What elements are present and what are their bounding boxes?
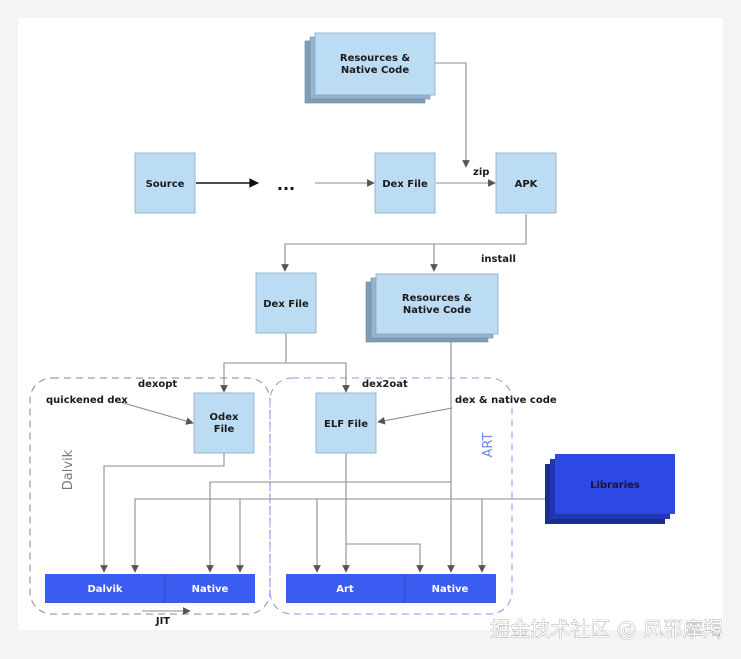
install-label: install xyxy=(481,254,516,265)
art-region: ART xyxy=(269,377,513,615)
resources-native-top-node: Resources & Native Code xyxy=(304,32,436,104)
dex-file-mid-node: Dex File xyxy=(255,272,317,334)
jit-label: JIT xyxy=(155,616,170,627)
edge-dexfile-to-elf xyxy=(286,362,350,393)
edge-native-to-elf xyxy=(377,407,453,425)
source-node: Source xyxy=(134,152,196,214)
elf-file-label: ELF File xyxy=(324,419,368,430)
dalvik-region-label: Dalvik xyxy=(61,449,76,490)
dalvik-native-bar-label: Native xyxy=(192,584,229,595)
apk-node: APK xyxy=(495,152,557,214)
resources-mid-label-2: Native Code xyxy=(403,305,471,316)
edge-libraries-bus xyxy=(131,498,549,573)
odex-label-1: Odex xyxy=(210,412,239,423)
edge-native-to-dalvik-native xyxy=(206,481,451,573)
art-region-label: ART xyxy=(481,432,496,457)
resources-top-label-2: Native Code xyxy=(341,65,409,76)
zip-label: zip xyxy=(473,167,489,178)
dalvik-region: Dalvik xyxy=(29,377,271,615)
resources-mid-label-1: Resources & xyxy=(402,293,472,304)
elf-file-node: ELF File xyxy=(315,392,377,454)
art-bar-label: Art xyxy=(336,584,354,595)
odex-label-2: File xyxy=(214,424,235,435)
edge-apk-to-dexfile-mid xyxy=(281,214,527,272)
connectors xyxy=(100,62,549,615)
dex-native-code-label: dex & native code xyxy=(455,395,557,406)
ellipsis-label: ... xyxy=(277,175,295,194)
resources-top-label-1: Resources & xyxy=(340,53,410,64)
edge-quickened-to-odex xyxy=(119,401,194,425)
edge-odex-to-dalvik xyxy=(100,453,225,573)
apk-label: APK xyxy=(515,179,539,190)
quickened-dex-label: quickened dex xyxy=(46,395,128,406)
libraries-label: Libraries xyxy=(590,480,640,491)
dex2oat-label: dex2oat xyxy=(362,379,408,390)
libraries-node: Libraries xyxy=(545,454,675,524)
odex-file-node: Odex File xyxy=(193,392,255,454)
edge-resources-to-apk xyxy=(435,62,470,168)
source-label: Source xyxy=(146,179,185,190)
edge-elf-to-art-native xyxy=(346,543,424,573)
resources-native-mid-node: Resources & Native Code xyxy=(365,273,499,343)
dex-file-top-node: Dex File xyxy=(374,152,436,214)
dex-file-mid-label: Dex File xyxy=(263,299,309,310)
edge-dexfile-to-odex xyxy=(220,333,287,393)
art-runtime-bar: Art Native xyxy=(286,574,496,603)
watermark-text: 掘金技术社区 @ 凤邪摩羯 xyxy=(490,617,723,641)
art-native-bar-label: Native xyxy=(432,584,469,595)
dex-file-top-label: Dex File xyxy=(382,179,428,190)
dalvik-bar-label: Dalvik xyxy=(87,584,122,595)
dalvik-runtime-bar: Dalvik Native xyxy=(45,574,255,603)
dexopt-label: dexopt xyxy=(138,379,177,390)
